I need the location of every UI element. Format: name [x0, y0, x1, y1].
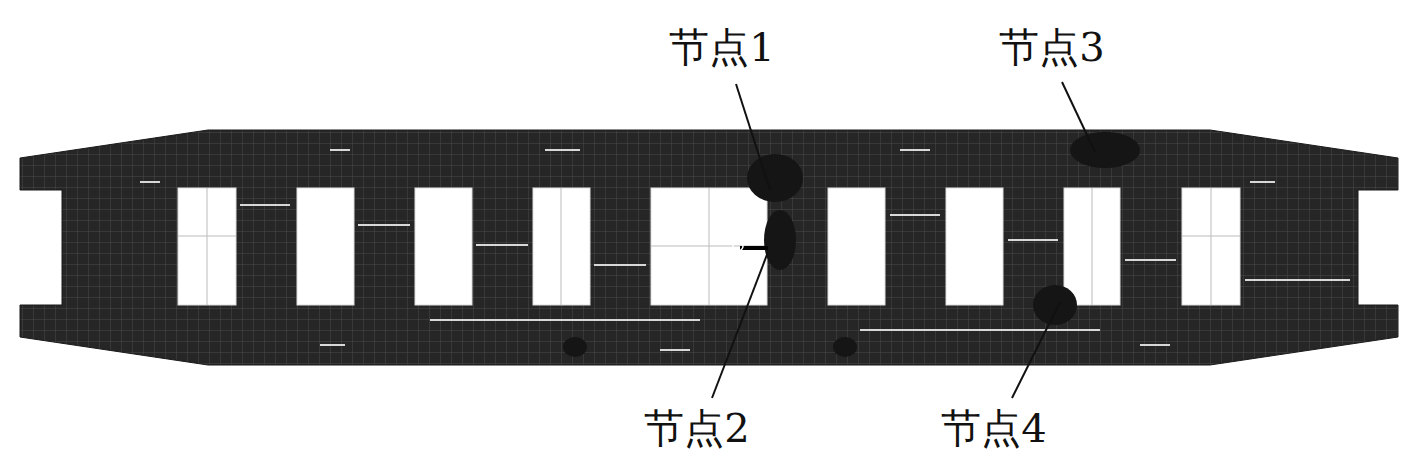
- deck-plate: [20, 130, 1398, 365]
- callout-label: 节点3: [997, 25, 1106, 69]
- leader-lines: [712, 82, 1095, 398]
- openings: [178, 188, 1240, 305]
- refined-mesh-zones: [563, 132, 1140, 357]
- node-marker: [733, 241, 743, 251]
- opening-mesh-lines: [178, 188, 1240, 305]
- callout-label: 节点4: [939, 406, 1048, 450]
- beam-element: [740, 246, 768, 250]
- callout-label: 节点1: [667, 25, 776, 69]
- callout-label: 节点2: [642, 406, 751, 450]
- stiffener-lines: [140, 150, 1350, 350]
